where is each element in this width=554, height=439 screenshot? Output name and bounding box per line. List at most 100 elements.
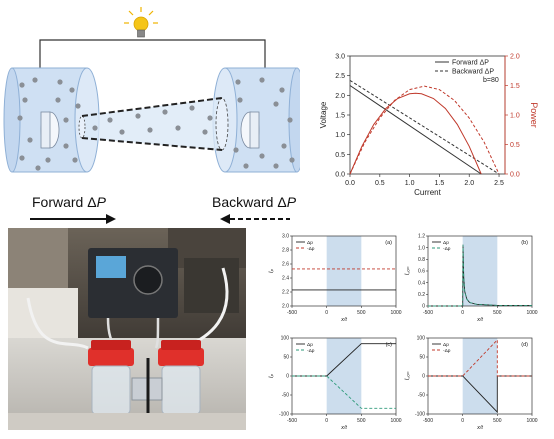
y2-axis-label: Power (529, 102, 539, 128)
conical-nanochannel (78, 97, 229, 151)
ion-particle (63, 117, 69, 123)
channel-region-shade (462, 338, 498, 414)
x-tick-label: 0 (461, 418, 464, 424)
x-tick-label: 0 (325, 418, 328, 424)
panel-label: (c) (386, 342, 393, 348)
ion-particle (259, 77, 265, 83)
x-tick-label: 0.0 (345, 180, 355, 187)
ion-particles (17, 77, 295, 171)
left-reservoir (3, 67, 100, 173)
ion-particle (243, 163, 249, 169)
y2-tick-label: 1.0 (510, 113, 520, 120)
legend-label: -Δp (443, 246, 451, 252)
x-axis-label: Current (414, 188, 441, 197)
ion-particle (273, 101, 279, 107)
legend-label: -Δp (307, 246, 315, 252)
series-line-0 (349, 85, 482, 175)
series-line-1 (428, 338, 532, 377)
panel-label: (d) (521, 342, 528, 348)
x-tick-label: 1000 (390, 310, 401, 316)
ion-particle (57, 79, 63, 85)
annotation: b=80 (483, 77, 499, 84)
ion-particle (281, 143, 287, 149)
y-tick-label: 0 (422, 374, 425, 380)
lightbulb-icon (124, 7, 158, 38)
x-tick-label: -500 (423, 310, 433, 316)
ion-particle (19, 82, 25, 88)
y-tick-label: 1.0 (335, 132, 345, 139)
ion-particle (175, 125, 181, 131)
y-axis-label: Voltage (319, 101, 328, 128)
x-tick-label: 2.0 (464, 180, 474, 187)
series-line-2 (349, 92, 482, 175)
ion-particle (237, 97, 243, 103)
y-tick-label: 100 (281, 336, 290, 342)
x-tick-label: 0 (325, 310, 328, 316)
x-tick-label: -500 (423, 418, 433, 424)
x-tick-label: 500 (357, 418, 366, 424)
legend-label: Δp (307, 342, 313, 348)
backward-pressure-label: Backward ΔP (212, 194, 297, 210)
panel-label: (b) (521, 240, 528, 246)
pump-display (96, 256, 126, 278)
y-tick-label: 3.0 (282, 234, 289, 240)
ion-particle (75, 103, 81, 109)
channel-region-shade (326, 236, 362, 306)
legend-label: Δp (307, 240, 313, 246)
experimental-setup-photo (8, 228, 246, 430)
y-tick-label: 2.6 (282, 262, 289, 268)
x-tick-label: 2.5 (494, 180, 504, 187)
y-axis-label: I꜀ₒₙ (405, 266, 411, 275)
ion-particle (135, 113, 141, 119)
channel-region-shade (462, 236, 498, 306)
ion-particle (17, 115, 23, 121)
y-tick-label: 2.4 (282, 276, 289, 282)
y2-tick-label: 1.5 (510, 83, 520, 90)
x-tick-label: 0 (461, 310, 464, 316)
y-tick-label: 50 (419, 355, 425, 361)
y-axis-label: I꜀ₒₙ (405, 371, 411, 380)
forward-arrow (30, 214, 116, 224)
y-tick-label: 0 (286, 374, 289, 380)
ion-particle (162, 109, 168, 115)
y-tick-label: 2.5 (335, 73, 345, 80)
legend-label-backward: Backward ΔP (452, 69, 494, 76)
forward-pressure-label: Forward ΔP (32, 194, 106, 210)
setup-photo-illustration (8, 228, 246, 430)
ion-particle (32, 77, 38, 83)
y-tick-label: -50 (282, 393, 289, 399)
y-tick-label: 1.5 (335, 113, 345, 120)
y-tick-label: 50 (283, 355, 289, 361)
ion-particle (72, 157, 78, 163)
x-tick-label: 1.0 (405, 180, 415, 187)
electrometer (8, 288, 78, 338)
legend-label: Δp (443, 342, 449, 348)
y-tick-label: -100 (415, 412, 425, 418)
legend-label: -Δp (307, 348, 315, 354)
y-tick-label: 0 (422, 304, 425, 310)
ion-particle (202, 129, 208, 135)
panel-label: (a) (385, 240, 392, 246)
pump-rotor (133, 265, 163, 295)
y-tick-label: 0.6 (418, 269, 425, 275)
ion-particle (27, 137, 33, 143)
x-tick-label: 1.5 (435, 180, 445, 187)
x-tick-label: 500 (357, 310, 366, 316)
ion-particle (235, 79, 241, 85)
x-tick-label: 500 (493, 310, 502, 316)
plot-frame (291, 235, 397, 307)
series-line-1 (428, 244, 532, 307)
y-tick-label: 2.0 (335, 93, 345, 100)
x-tick-label: -500 (287, 418, 297, 424)
x-tick-label: 1000 (526, 418, 537, 424)
y-tick-label: 3.0 (335, 54, 345, 61)
ion-particle (273, 163, 279, 169)
flow-arrows (30, 214, 290, 224)
ion-particle (22, 97, 28, 103)
y2-tick-label: 0.5 (510, 142, 520, 149)
y2-tick-label: 0.0 (510, 172, 520, 179)
